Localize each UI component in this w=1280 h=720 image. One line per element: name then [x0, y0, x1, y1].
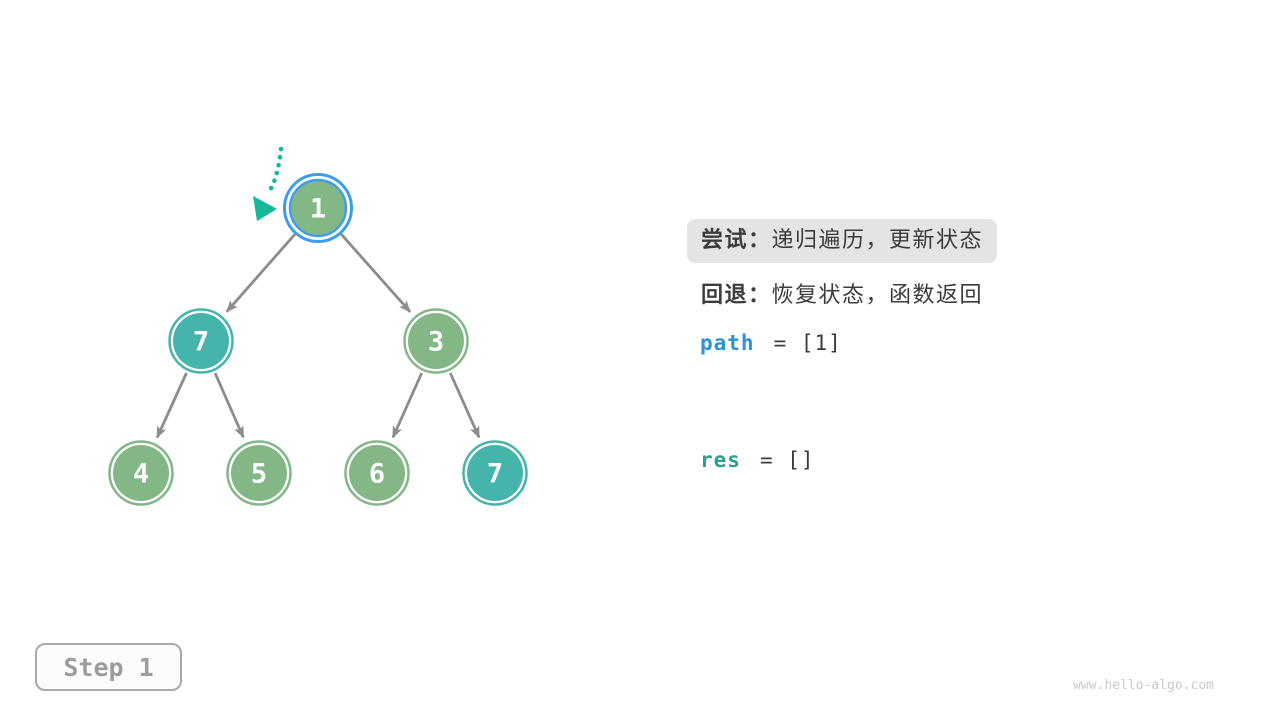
step-badge: Step 1: [35, 643, 182, 691]
tree-node-7R: 7: [462, 440, 528, 506]
node-fill: [349, 445, 405, 501]
try-caption-text: 递归遍历，更新状态: [771, 228, 984, 253]
node-ring: [403, 308, 469, 374]
tree-node-3: 3: [403, 308, 469, 374]
tree-node-5: 5: [226, 440, 292, 506]
res-variable-name: res: [700, 448, 741, 472]
tree-node-1: 1: [283, 173, 353, 243]
node-ring: [226, 440, 292, 506]
tree-node-6: 6: [344, 440, 410, 506]
node-label: 7: [487, 459, 503, 490]
node-label: 5: [251, 459, 267, 490]
current-node-ring: [283, 173, 353, 243]
step-badge-label: Step 1: [63, 652, 154, 682]
node-label: 1: [310, 194, 326, 225]
tree-edge-3-6: [391, 372, 423, 439]
backtrack-caption: 回退：恢复状态，函数返回: [701, 281, 983, 311]
tree-edge-3-7R: [449, 372, 481, 439]
node-label: 4: [133, 459, 149, 490]
node-fill: [113, 445, 169, 501]
tree-node-7L: 7: [168, 308, 234, 374]
node-ring: [344, 440, 410, 506]
try-caption-label: 尝试：: [701, 228, 772, 253]
backtrack-caption-label: 回退：: [701, 283, 772, 308]
node-fill: [288, 178, 348, 238]
node-ring: [168, 308, 234, 374]
node-label: 6: [369, 459, 385, 490]
path-variable-name: path: [700, 331, 755, 355]
path-variable-value: = [1]: [773, 331, 842, 355]
tree-edge-7L-4: [155, 372, 188, 439]
node-label: 3: [428, 327, 444, 358]
res-variable-value: = []: [759, 448, 815, 472]
res-variable-row: res = []: [700, 448, 815, 472]
node-ring: [462, 440, 528, 506]
pointer-dotted-line: [264, 146, 284, 198]
node-ring: [108, 440, 174, 506]
try-caption: 尝试：递归遍历，更新状态: [687, 219, 998, 263]
tree-node-4: 4: [108, 440, 174, 506]
node-label: 7: [193, 327, 209, 358]
current-pointer-arrow: [253, 146, 284, 221]
pointer-arrowhead: [253, 196, 277, 221]
node-fill: [173, 313, 229, 369]
tree-edge-1-7L: [225, 233, 296, 313]
node-fill: [467, 445, 523, 501]
path-variable-row: path = [1]: [700, 331, 842, 355]
tree-edge-1-3: [340, 233, 412, 313]
tree-edge-7L-5: [213, 372, 245, 439]
node-fill: [231, 445, 287, 501]
backtrack-caption-text: 恢复状态，函数返回: [771, 283, 984, 308]
node-fill: [408, 313, 464, 369]
watermark: www.hello-algo.com: [1073, 678, 1214, 693]
